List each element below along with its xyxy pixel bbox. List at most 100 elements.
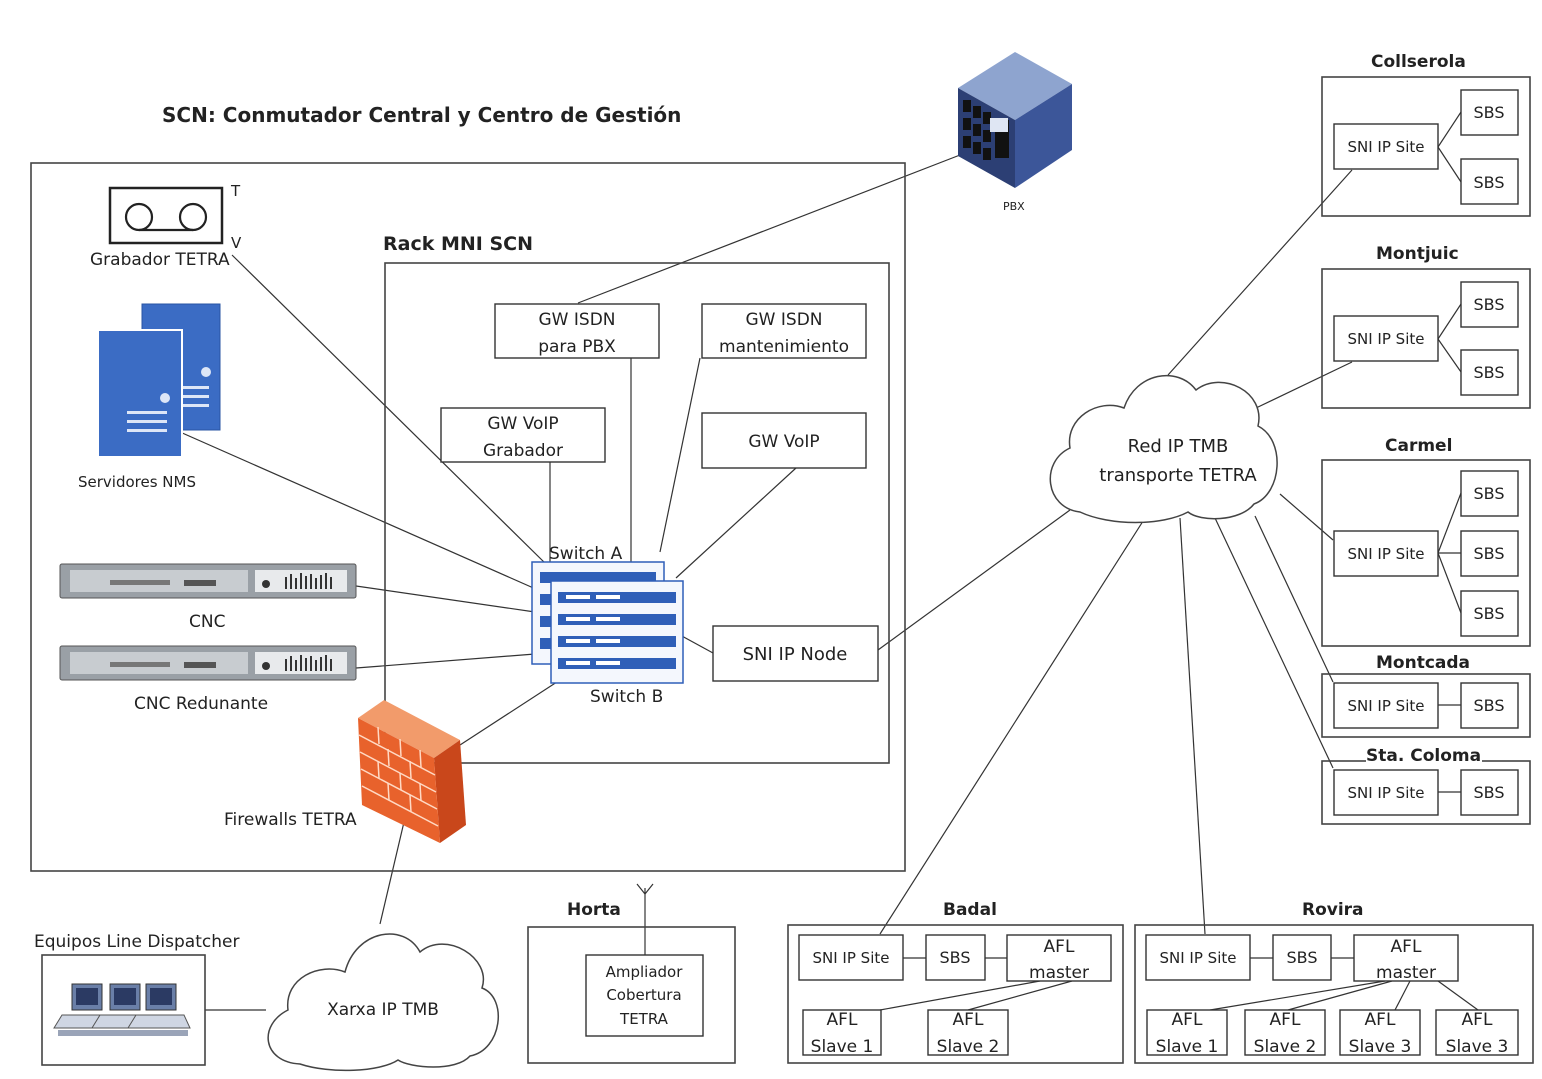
carmel-title: Carmel bbox=[1385, 436, 1452, 456]
montcada-sni-label: SNI IP Site bbox=[1348, 697, 1425, 715]
rack-title: Rack MNI SCN bbox=[383, 233, 533, 255]
sni-ip-node-label: SNI IP Node bbox=[743, 644, 848, 665]
red-ip-tmb-cloud bbox=[1049, 374, 1278, 524]
badal-afl-master-label-2: master bbox=[1029, 963, 1089, 983]
montjuic-sni-box bbox=[1333, 315, 1439, 362]
rovira-frame bbox=[1134, 924, 1534, 1064]
carmel-sni-box bbox=[1333, 530, 1439, 577]
scn-frame bbox=[30, 162, 906, 872]
firewall-icon bbox=[358, 700, 466, 843]
switch-stack-icon bbox=[531, 561, 684, 684]
montjuic-sbs-1-label: SBS bbox=[1473, 295, 1504, 314]
rovira-slave3b-label-1: AFL bbox=[1462, 1010, 1493, 1030]
badal-slave2-box bbox=[927, 1009, 1009, 1056]
gw-voip-grab-label-2: Grabador bbox=[483, 441, 563, 461]
grabador-v-label: V bbox=[231, 234, 242, 252]
badal-sbs-label: SBS bbox=[939, 948, 970, 967]
collserola-title: Collserola bbox=[1371, 52, 1466, 72]
montjuic-title: Montjuic bbox=[1376, 244, 1459, 264]
collserola-sni-box bbox=[1333, 123, 1439, 170]
rovira-sbs-box bbox=[1272, 934, 1332, 981]
badal-sni-box bbox=[798, 934, 904, 981]
carmel-sbs-2-box bbox=[1460, 530, 1519, 577]
badal-afl-master-box bbox=[1006, 934, 1112, 982]
collserola-sbs-2-label: SBS bbox=[1473, 173, 1504, 192]
xarxa-ip-cloud bbox=[267, 933, 499, 1072]
montjuic-sni-label: SNI IP Site bbox=[1348, 330, 1425, 348]
ampliador-label-1: Ampliador bbox=[606, 963, 684, 981]
dispatcher-title: Equipos Line Dispatcher bbox=[34, 932, 239, 952]
stacoloma-title-bg bbox=[1366, 746, 1482, 764]
badal-title: Badal bbox=[943, 900, 997, 920]
servidores-label: Servidores NMS bbox=[78, 473, 196, 491]
montjuic-links bbox=[1437, 303, 1462, 373]
gw-isdn-pbx-label-2: para PBX bbox=[538, 337, 616, 357]
pbx-icon bbox=[958, 52, 1072, 188]
rovira-sbs-label: SBS bbox=[1286, 948, 1317, 967]
cnc-label: CNC bbox=[189, 612, 225, 632]
gw-voip-box: GW VoIP bbox=[701, 412, 867, 469]
montcada-title: Montcada bbox=[1376, 653, 1470, 673]
stacoloma-title: Sta. Coloma bbox=[1366, 746, 1481, 766]
xarxa-ip-label: Xarxa IP TMB bbox=[327, 1000, 439, 1020]
montjuic-frame bbox=[1321, 268, 1531, 409]
gw-isdn-pbx-label-1: GW ISDN bbox=[539, 310, 616, 330]
badal-sni-label: SNI IP Site bbox=[813, 949, 890, 967]
badal-frame bbox=[787, 924, 1124, 1064]
ampliador-box: Ampliador Cobertura TETRA bbox=[585, 954, 704, 1037]
gw-voip-grabador-box: GW VoIP Grabador bbox=[440, 407, 606, 463]
firewalls-label: Firewalls TETRA bbox=[224, 810, 357, 830]
carmel-sbs-1-box bbox=[1460, 470, 1519, 517]
rovira-links bbox=[1209, 957, 1479, 1011]
rovira-slave3a-label-2: Slave 3 bbox=[1349, 1037, 1412, 1057]
dispatcher-computers-icon bbox=[53, 983, 191, 1036]
grabador-t-label: T bbox=[230, 182, 241, 200]
badal-afl-master-label-1: AFL bbox=[1044, 937, 1075, 957]
montjuic-sbs-2-label: SBS bbox=[1473, 363, 1504, 382]
rovira-sni-box bbox=[1145, 934, 1251, 981]
diagram-title: SCN: Conmutador Central y Centro de Gest… bbox=[162, 103, 681, 127]
rovira-afl-master-box bbox=[1353, 934, 1459, 982]
badal-slave1-box bbox=[802, 1009, 882, 1056]
horta-label: Horta bbox=[567, 900, 621, 920]
rovira-slave3b-box bbox=[1435, 1009, 1519, 1056]
collserola-links bbox=[1437, 111, 1462, 183]
tape-recorder-icon bbox=[108, 186, 224, 245]
montcada-sni-box bbox=[1333, 682, 1439, 729]
rovira-slave1-label-2: Slave 1 bbox=[1156, 1037, 1219, 1057]
gw-isdn-mant-label-1: GW ISDN bbox=[746, 310, 823, 330]
stacoloma-sbs-label: SBS bbox=[1473, 783, 1504, 802]
switch-b-label: Switch B bbox=[590, 687, 663, 707]
red-ip-label-1: Red IP TMB bbox=[1128, 436, 1229, 457]
ampliador-label-2: Cobertura bbox=[606, 986, 681, 1004]
badal-slave1-label-2: Slave 1 bbox=[811, 1037, 874, 1057]
ampliador-label-3: TETRA bbox=[619, 1010, 669, 1028]
gw-isdn-mant-box: GW ISDN mantenimiento bbox=[701, 303, 867, 359]
collserola-sni-label: SNI IP Site bbox=[1348, 138, 1425, 156]
stacoloma-sbs-box bbox=[1460, 769, 1519, 816]
rovira-afl-master-label-1: AFL bbox=[1391, 937, 1422, 957]
rovira-afl-master-label-2: master bbox=[1376, 963, 1436, 983]
collserola-sbs-2-box bbox=[1460, 158, 1519, 205]
gw-isdn-pbx-box: GW ISDN para PBX bbox=[494, 303, 660, 359]
carmel-sni-label: SNI IP Site bbox=[1348, 545, 1425, 563]
montcada-sbs-label: SBS bbox=[1473, 696, 1504, 715]
badal-slave2-label-2: Slave 2 bbox=[937, 1037, 1000, 1057]
montjuic-sbs-2-box bbox=[1460, 349, 1519, 396]
carmel-links bbox=[1437, 492, 1462, 614]
cnc-redundante-icon bbox=[59, 645, 357, 681]
rovira-sni-label: SNI IP Site bbox=[1160, 949, 1237, 967]
carmel-sbs-1-label: SBS bbox=[1473, 484, 1504, 503]
cnc-redundante-label: CNC Redunante bbox=[134, 694, 268, 714]
montcada-frame bbox=[1321, 673, 1531, 738]
rovira-slave3a-label-1: AFL bbox=[1365, 1010, 1396, 1030]
carmel-sbs-3-label: SBS bbox=[1473, 604, 1504, 623]
carmel-sbs-2-label: SBS bbox=[1473, 544, 1504, 563]
carmel-sbs-3-box bbox=[1460, 590, 1519, 637]
badal-sbs-box bbox=[925, 934, 986, 981]
badal-slave1-label-1: AFL bbox=[827, 1010, 858, 1030]
badal-slave2-label-1: AFL bbox=[953, 1010, 984, 1030]
rovira-title: Rovira bbox=[1302, 900, 1364, 920]
rovira-slave1-box bbox=[1146, 1009, 1228, 1056]
stacoloma-sni-box bbox=[1333, 769, 1439, 816]
